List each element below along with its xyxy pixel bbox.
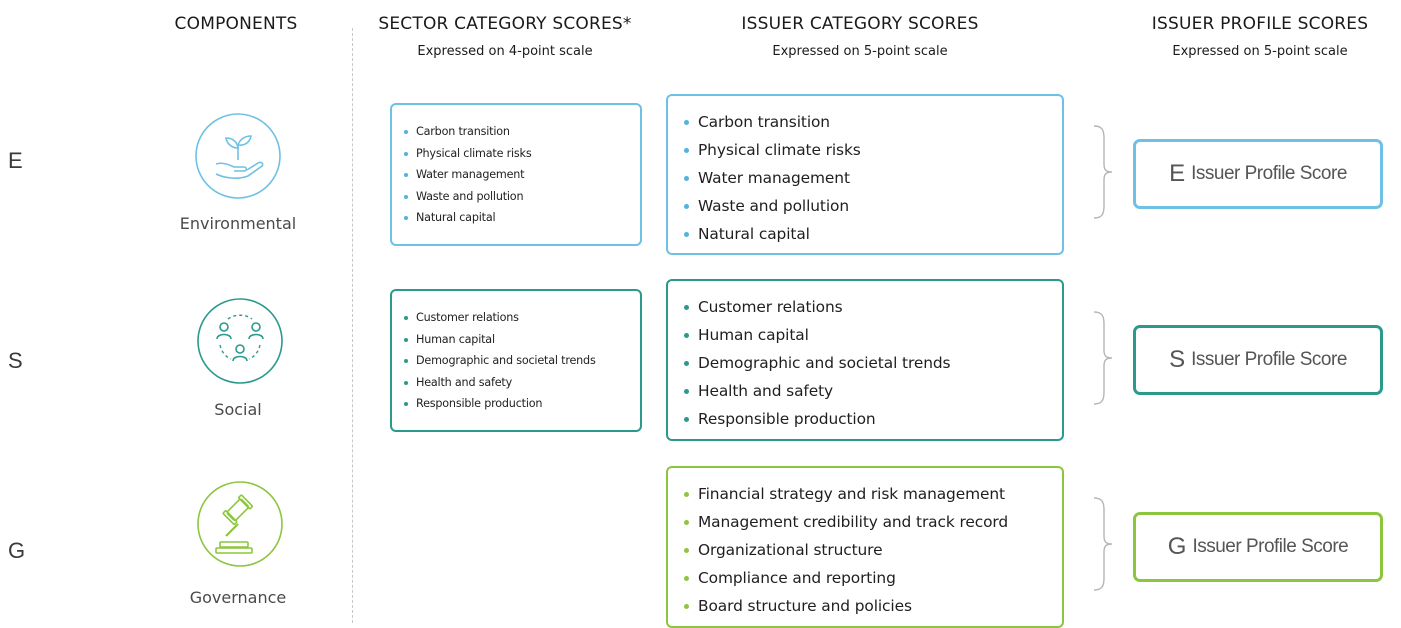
list-item: Customer relations (684, 293, 1062, 321)
list-item: Board structure and policies (684, 592, 1062, 620)
list-item: Waste and pollution (684, 192, 1062, 220)
row-label-governance: Governance (189, 588, 287, 607)
list-item: Physical climate risks (404, 143, 640, 165)
people-network-icon (197, 298, 283, 384)
issuer-box-environmental: Carbon transition Physical climate risks… (666, 94, 1064, 255)
list-item: Natural capital (684, 220, 1062, 248)
brace-environmental (1093, 125, 1113, 219)
sector-box-social: Customer relations Human capital Demogra… (390, 289, 642, 432)
brace-social (1093, 311, 1113, 405)
issuer-profile-header: ISSUER PROFILE SCORES Expressed on 5-poi… (1120, 14, 1400, 59)
sector-scores-header: SECTOR CATEGORY SCORES* Expressed on 4-p… (360, 14, 650, 59)
list-item: Responsible production (404, 393, 640, 415)
list-item: Financial strategy and risk management (684, 480, 1062, 508)
list-item: Water management (404, 164, 640, 186)
list-item: Human capital (684, 321, 1062, 349)
profile-score-box-g: G Issuer Profile Score (1133, 512, 1383, 582)
row-letter-e: E (8, 148, 23, 173)
row-label-environmental: Environmental (179, 214, 297, 233)
list-item: Responsible production (684, 405, 1062, 433)
issuer-box-social: Customer relations Human capital Demogra… (666, 279, 1064, 441)
list-item: Customer relations (404, 307, 640, 329)
list-item: Health and safety (404, 372, 640, 394)
profile-letter-g: G (1167, 533, 1187, 560)
issuer-category-header: ISSUER CATEGORY SCORES Expressed on 5-po… (700, 14, 1020, 59)
list-item: Demographic and societal trends (404, 350, 640, 372)
profile-letter-e: E (1169, 160, 1186, 187)
list-item: Human capital (404, 329, 640, 351)
list-item: Waste and pollution (404, 186, 640, 208)
list-item: Water management (684, 164, 1062, 192)
list-item: Carbon transition (404, 121, 640, 143)
list-item: Physical climate risks (684, 136, 1062, 164)
components-header-title: COMPONENTS (174, 14, 298, 34)
issuer-box-governance: Financial strategy and risk management M… (666, 466, 1064, 628)
list-item: Compliance and reporting (684, 564, 1062, 592)
issuer-profile-subtitle: Expressed on 5-point scale (1172, 44, 1348, 59)
sector-scores-subtitle: Expressed on 4-point scale (417, 44, 593, 59)
profile-label-e: Issuer Profile Score (1191, 163, 1347, 184)
profile-label-g: Issuer Profile Score (1192, 536, 1349, 557)
list-item: Natural capital (404, 207, 640, 229)
profile-score-box-e: E Issuer Profile Score (1133, 139, 1383, 209)
list-item: Organizational structure (684, 536, 1062, 564)
issuer-profile-title: ISSUER PROFILE SCORES (1151, 14, 1369, 34)
row-letter-s: S (8, 348, 23, 373)
column-divider (352, 28, 353, 623)
profile-label-s: Issuer Profile Score (1191, 349, 1347, 370)
list-item: Health and safety (684, 377, 1062, 405)
row-letter-g: G (8, 538, 26, 563)
profile-letter-s: S (1169, 346, 1186, 373)
components-header: COMPONENTS (166, 14, 306, 34)
sector-box-environmental: Carbon transition Physical climate risks… (390, 103, 642, 246)
profile-score-box-s: S Issuer Profile Score (1133, 325, 1383, 395)
list-item: Demographic and societal trends (684, 349, 1062, 377)
issuer-category-subtitle: Expressed on 5-point scale (772, 44, 948, 59)
list-item: Carbon transition (684, 108, 1062, 136)
brace-governance (1093, 497, 1113, 591)
plant-in-hand-icon (195, 113, 281, 199)
sector-scores-title: SECTOR CATEGORY SCORES* (378, 14, 632, 34)
issuer-category-title: ISSUER CATEGORY SCORES (741, 14, 979, 34)
list-item: Management credibility and track record (684, 508, 1062, 536)
gavel-icon (197, 481, 283, 567)
row-label-social: Social (214, 400, 262, 419)
